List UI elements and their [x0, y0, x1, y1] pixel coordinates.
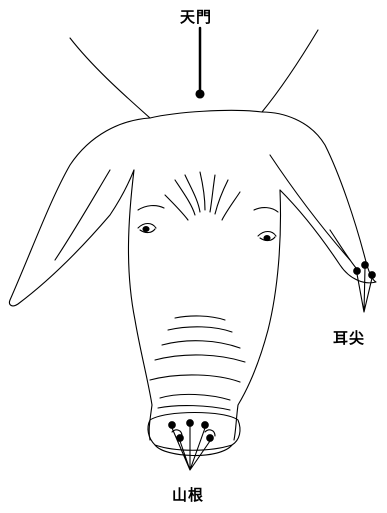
- shangen-acupoint-marker: [187, 420, 194, 427]
- shangen-acupoint-marker: [169, 422, 176, 429]
- right-brow: [254, 208, 278, 212]
- forehead-wrinkle: [210, 175, 215, 212]
- left-ear-inner: [55, 170, 110, 260]
- erjian-acupoint-marker: [369, 272, 376, 279]
- snout-ridge: [162, 341, 240, 348]
- shangen-acupoint-marker: [202, 422, 209, 429]
- right-ear-fold: [330, 230, 356, 268]
- tianmen-acupoint-marker: [196, 90, 204, 98]
- snout-disc: [148, 413, 240, 451]
- right-pupil: [264, 236, 270, 241]
- face-left-outline: [128, 170, 152, 440]
- shangen-acupoint-marker: [207, 435, 214, 442]
- forehead-wrinkle: [165, 195, 188, 220]
- snout-ridge: [175, 316, 225, 320]
- erjian-acupoint-marker: [362, 262, 369, 269]
- head-top-left-outline: [70, 38, 150, 118]
- snout-wrinkle: [160, 394, 230, 400]
- snout-ridge: [168, 327, 232, 332]
- left-brow: [138, 206, 164, 210]
- snout-ridge: [155, 355, 245, 362]
- left-pupil: [143, 227, 149, 232]
- forehead-wrinkle: [222, 192, 240, 220]
- face-right-outline: [234, 190, 281, 440]
- head-top-crown-outline: [150, 110, 262, 118]
- forehead-wrinkle: [185, 175, 200, 212]
- forehead-wrinkle: [175, 180, 195, 215]
- shangen-pointer-lines: [172, 426, 210, 470]
- erjian-acupoint-marker: [354, 268, 361, 275]
- head-top-right-outline: [262, 30, 318, 112]
- snout-wrinkle: [158, 406, 230, 410]
- forehead-wrinkle: [200, 172, 205, 210]
- snout-ridge: [150, 375, 240, 382]
- right-ear-inner: [270, 155, 350, 260]
- forehead-wrinkle: [215, 180, 228, 214]
